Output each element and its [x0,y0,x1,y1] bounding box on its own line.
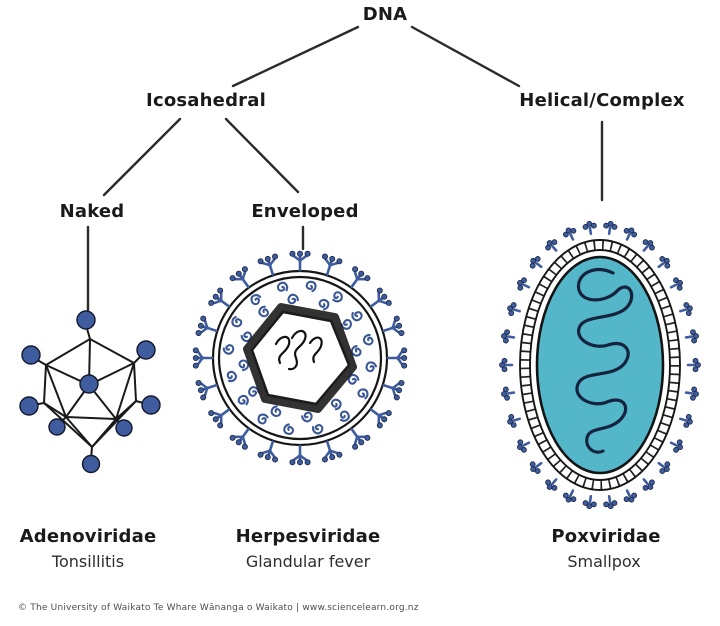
label-smallpox: Smallpox [567,552,641,571]
label-helical-complex: Helical/Complex [519,90,685,111]
label-herpesviridae: Herpesviridae [235,526,381,547]
connector-dna-helical [410,25,521,88]
copyright-text: © The University of Waikato Te Whare Wān… [18,603,419,613]
label-icosahedral: Icosahedral [146,90,266,111]
label-adenoviridae: Adenoviridae [19,526,157,547]
label-tonsillitis: Tonsillitis [51,552,125,571]
label-poxviridae: Poxviridae [551,526,661,547]
connector-dna-icosahedral [231,25,360,88]
connector-icosahedral-naked [102,117,182,197]
adenovirus-illustration icosahedral-capsid-icon [19,310,161,474]
label-enveloped: Enveloped [251,201,359,222]
label-dna: DNA [362,4,408,25]
connector-icosahedral-enveloped [224,117,300,194]
label-glandular-fever: Glandular fever [245,552,371,571]
label-naked: Naked [59,201,125,222]
herpesvirus-illustration enveloped-virus-icon [191,249,409,467]
poxvirus-illustration oval-pox-virus-icon [498,219,702,510]
